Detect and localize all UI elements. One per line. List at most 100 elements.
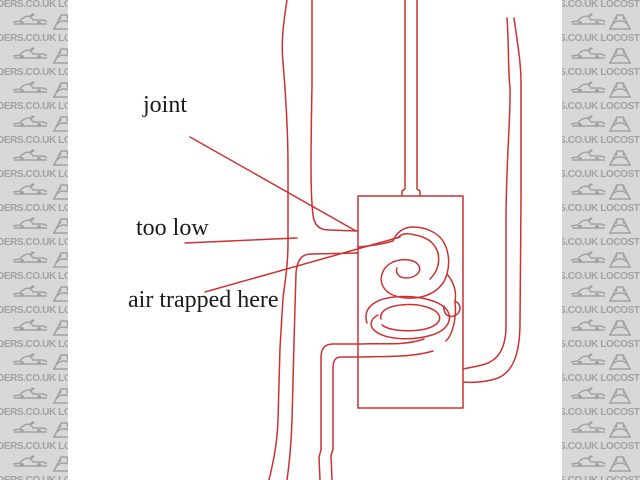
right-pipe-outer [463, 17, 522, 384]
watermark-tile: S.CO.UK LOCOST [562, 0, 640, 10]
watermark-text: DERS.CO.UK LOC [0, 441, 68, 452]
watermark-tile: DERS.CO.UK LOC [0, 214, 68, 248]
watermark-text: S.CO.UK LOCOST [562, 271, 640, 282]
car-front-icon [53, 456, 68, 472]
car-front-icon [609, 218, 631, 234]
car-side-icon [570, 353, 606, 365]
watermark-text: DERS.CO.UK LOC [0, 33, 68, 44]
car-front-icon [53, 14, 68, 30]
watermark-tile: S.CO.UK LOCOST [562, 44, 640, 78]
watermark-text: DERS.CO.UK LOC [0, 203, 68, 214]
watermark-tile: DERS.CO.UK LOC [0, 44, 68, 78]
label-joint: joint [143, 92, 188, 118]
car-side-icon [12, 319, 48, 331]
watermark-text: DERS.CO.UK LOC [0, 407, 68, 418]
watermark-tile: DERS.CO.UK LOC [0, 180, 68, 214]
car-front-icon [609, 286, 631, 302]
car-side-icon [570, 47, 606, 59]
car-front-icon [609, 14, 631, 30]
car-side-icon [570, 149, 606, 161]
car-front-icon [609, 116, 631, 132]
car-front-icon [53, 320, 68, 336]
car-side-icon [570, 183, 606, 195]
watermark-tile: DERS.CO.UK LOC [0, 146, 68, 180]
watermark-text: S.CO.UK LOCOST [562, 0, 640, 10]
coil-lower-inner [380, 303, 441, 332]
car-front-icon [609, 82, 631, 98]
car-front-icon [53, 388, 68, 404]
watermark-text: S.CO.UK LOCOST [562, 475, 640, 480]
car-side-icon [570, 217, 606, 229]
car-front-icon [53, 422, 68, 438]
watermark-tile: S.CO.UK LOCOST [562, 248, 640, 282]
car-front-icon [53, 150, 68, 166]
coil-lower-outer [365, 295, 451, 340]
car-front-icon [53, 252, 68, 268]
car-front-icon [53, 48, 68, 64]
car-front-icon [53, 184, 68, 200]
car-side-icon [12, 421, 48, 433]
left-hose-inner [310, 0, 359, 232]
car-front-icon [609, 184, 631, 200]
car-side-icon [12, 47, 48, 59]
watermark-tile: S.CO.UK LOCOST [562, 214, 640, 248]
coil-upper-inner [397, 233, 440, 280]
label-too-low: too low [136, 215, 209, 241]
watermark-text: S.CO.UK LOCOST [562, 373, 640, 384]
watermark-text: DERS.CO.UK LOC [0, 67, 68, 78]
watermark-tile: DERS.CO.UK LOC [0, 112, 68, 146]
too-low-leader [184, 237, 298, 244]
air-trapped-leader [204, 236, 401, 293]
car-side-icon [12, 353, 48, 365]
car-side-icon [12, 455, 48, 467]
coil-tail [445, 300, 457, 342]
car-front-icon [609, 48, 631, 64]
car-front-icon [609, 252, 631, 268]
watermark-text: DERS.CO.UK LOC [0, 305, 68, 316]
watermark-text: DERS.CO.UK LOC [0, 0, 68, 10]
watermark-tile: S.CO.UK LOCOST [562, 282, 640, 316]
watermark-text: DERS.CO.UK LOC [0, 101, 68, 112]
watermark-tile: S.CO.UK LOCOST [562, 78, 640, 112]
watermark-tile: S.CO.UK LOCOST [562, 418, 640, 452]
left-hose-outer [268, 0, 289, 480]
watermark-tile: S.CO.UK LOCOST [562, 180, 640, 214]
watermark-text: S.CO.UK LOCOST [562, 101, 640, 112]
watermark-tile: S.CO.UK LOCOST [562, 316, 640, 350]
watermark-text: S.CO.UK LOCOST [562, 441, 640, 452]
watermark-text: S.CO.UK LOCOST [562, 135, 640, 146]
watermark-text: DERS.CO.UK LOC [0, 475, 68, 480]
elbow-pipe-top [318, 338, 425, 480]
car-side-icon [12, 149, 48, 161]
watermark-tile: DERS.CO.UK LOC [0, 0, 68, 10]
car-side-icon [570, 319, 606, 331]
coil-upper-loop [357, 226, 450, 299]
watermark-text: S.CO.UK LOCOST [562, 169, 640, 180]
watermark-tile: S.CO.UK LOCOST [562, 384, 640, 418]
car-side-icon [570, 387, 606, 399]
car-side-icon [570, 455, 606, 467]
watermark-tile: DERS.CO.UK LOC [0, 384, 68, 418]
watermark-text: S.CO.UK LOCOST [562, 407, 640, 418]
watermark-text: DERS.CO.UK LOC [0, 339, 68, 350]
watermark-text: S.CO.UK LOCOST [562, 67, 640, 78]
car-front-icon [53, 286, 68, 302]
car-front-icon [53, 116, 68, 132]
watermark-text: DERS.CO.UK LOC [0, 135, 68, 146]
watermark-tile: DERS.CO.UK LOC [0, 452, 68, 480]
car-front-icon [53, 82, 68, 98]
right-pipe-inner [462, 17, 511, 370]
watermark-tile: DERS.CO.UK LOC [0, 248, 68, 282]
car-side-icon [12, 387, 48, 399]
watermark-text: DERS.CO.UK LOC [0, 373, 68, 384]
car-side-icon [12, 285, 48, 297]
watermark-tile: S.CO.UK LOCOST [562, 350, 640, 384]
car-side-icon [570, 115, 606, 127]
watermark-tile: DERS.CO.UK LOC [0, 350, 68, 384]
car-side-icon [12, 183, 48, 195]
watermark-text: S.CO.UK LOCOST [562, 237, 640, 248]
car-side-icon [12, 115, 48, 127]
car-front-icon [609, 150, 631, 166]
left-hose-branch [286, 252, 359, 480]
